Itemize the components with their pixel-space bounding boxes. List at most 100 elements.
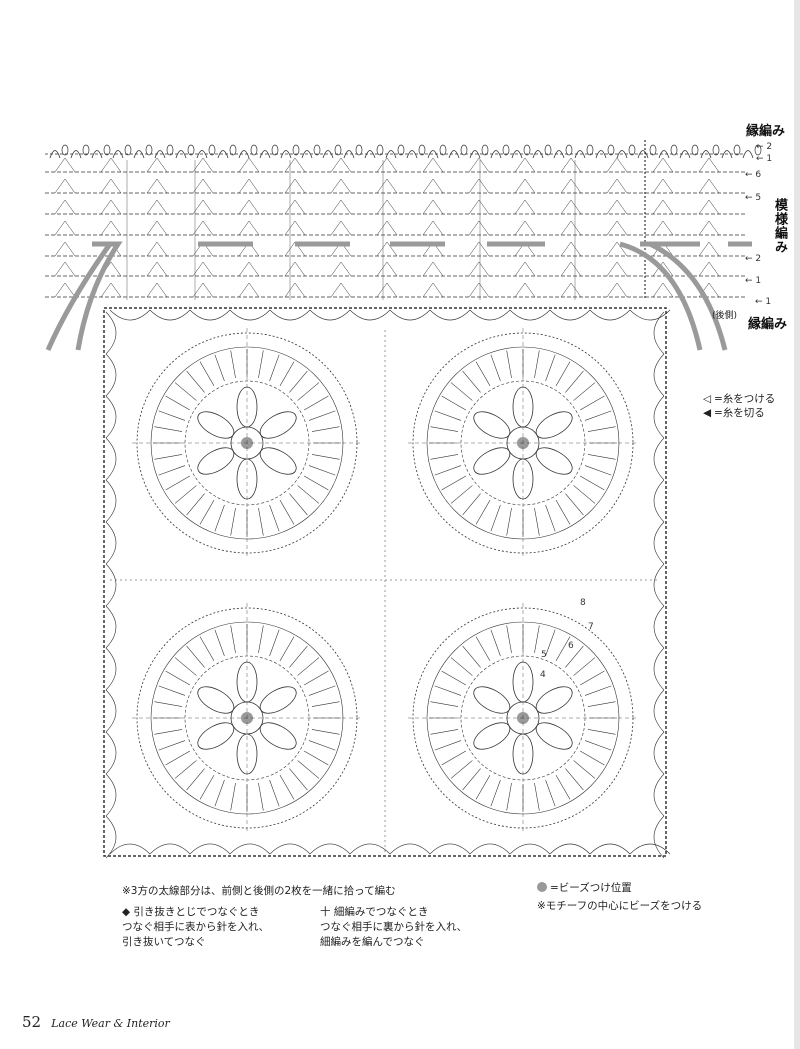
picot-scallop [616,150,628,159]
picot-scallop [196,150,208,159]
fan-stitch [468,178,490,194]
chain-arch [429,309,471,321]
motif-stitch [565,493,584,516]
motif-outline [103,307,667,857]
motif-stitch [308,740,336,751]
fan-stitch [376,178,398,194]
motif [132,328,362,558]
fan-stitch [606,199,628,215]
fan-stitch [192,199,214,215]
motif-stitch [279,500,295,525]
motif-stitch [165,670,190,686]
fan-stitch [192,157,214,173]
note-bold-line: ※3方の太線部分は、前側と後側の2枚を一緒に拾って編む [122,885,396,897]
fan-stitch [192,261,214,277]
chain-arch [349,309,391,321]
motif-stitch [475,500,491,525]
fan-stitch [146,241,168,257]
picot-scallop [91,150,103,159]
motif-stitch [199,636,215,661]
chain-arch [653,479,665,523]
back-side-label: (後側) [712,311,738,321]
motif-stitch [587,426,616,432]
motif-stitch [214,779,225,807]
motif-stitch [304,475,329,491]
fan-stitch [238,178,260,194]
pattern-row-5: ← 5 [745,193,762,203]
fan-stitch [284,282,306,298]
fan-stitch [468,220,490,236]
motif-stitch [269,779,280,807]
edging-rows [45,140,762,300]
chain-arch [105,689,117,733]
motif-stitch [441,670,466,686]
picot-loop [460,144,468,156]
picot-loop [82,144,90,156]
fan-stitch [698,241,720,257]
picot-scallop [364,150,376,159]
picot-loop [355,144,363,156]
edging-bottom-label: 縁編み [748,317,788,332]
motif-stitch [475,361,491,386]
motif-stitch [311,701,340,707]
motif-stitch [279,361,295,386]
motif-stitch [462,768,481,791]
picot-loop [124,144,132,156]
chain-arch [269,843,311,855]
fan-stitch [100,157,122,173]
chain-arch [105,353,117,397]
picot-scallop [301,150,313,159]
picot-scallop [490,150,502,159]
fan-stitch [146,261,168,277]
motif-stitch [279,636,295,661]
motif-stitch [506,507,512,536]
fan-stitch [192,220,214,236]
pattern-row-2: ← 2 [745,254,762,264]
fan-stitch [514,157,536,173]
motif-stitch [308,465,336,476]
motif-stitch [158,685,186,696]
picot-scallop [49,150,61,159]
chain-arch [149,843,191,855]
fan-stitch [330,199,352,215]
fan-stitch [468,241,490,257]
fan-stitch [606,220,628,236]
motif-grid [103,307,671,859]
motif-stitch [297,657,320,676]
motif [408,328,638,558]
chain-arch [105,815,117,859]
motif-stitch [462,645,481,668]
chain-arch [653,437,665,481]
motif-stitch [573,657,596,676]
fan-stitch [330,282,352,298]
motif-stitch [174,485,197,504]
fan-stitch [100,220,122,236]
fan-stitch [652,157,674,173]
picot-loop [628,144,636,156]
motif-stitch [506,350,512,379]
fan-stitch [422,261,444,277]
motif-stitch [308,685,336,696]
motif-stitch [258,350,264,379]
motif-stitch [545,354,556,382]
bead-icon [537,882,547,892]
motif-stitch [534,782,540,811]
fan-stitch [238,199,260,215]
motif-stitch [545,779,556,807]
edging-top-label: 縁編み [746,124,786,139]
picot-loop [397,144,405,156]
fan-stitch [54,282,76,298]
picot-scallop [175,150,187,159]
round-4: 4 [540,670,546,680]
fan-stitch [468,199,490,215]
picot-loop [229,144,237,156]
fan-stitch [560,282,582,298]
picot-loop [712,144,720,156]
fan-stitch [100,282,122,298]
picot-loop [418,144,426,156]
round-6: 6 [568,641,574,651]
motif-stitch [584,465,612,476]
note-bead: =ビーズつけ位置 ※モチーフの中心にビーズをつける [537,882,703,912]
chain-arch [653,605,665,649]
